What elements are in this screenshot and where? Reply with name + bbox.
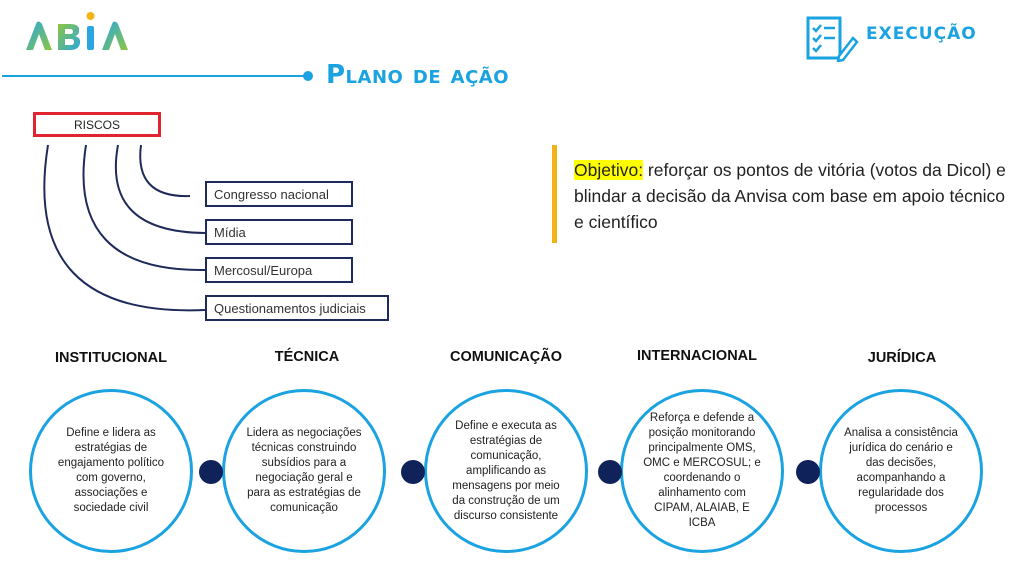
abia-logo bbox=[26, 12, 128, 50]
objective-statement: Objetivo: reforçar os pontos de vitória … bbox=[574, 157, 1014, 235]
connector-dot bbox=[796, 460, 820, 484]
risk-connector-lines bbox=[43, 144, 206, 312]
objective-label: Objetivo: bbox=[574, 160, 644, 180]
connector-dot bbox=[598, 460, 622, 484]
risk-item: Congresso nacional bbox=[205, 181, 353, 207]
risk-item: Questionamentos judiciais bbox=[205, 295, 389, 321]
pillar-title-institucional: INSTITUCIONAL bbox=[55, 350, 167, 366]
pillar-description: Define e executa as estratégias de comun… bbox=[452, 419, 560, 522]
section-label: EXECUÇÃO bbox=[866, 24, 977, 44]
pillar-description: Analisa a consistência jurídica do cenár… bbox=[844, 427, 958, 514]
connector-dot bbox=[199, 460, 223, 484]
pillar-description: Lidera as negociações técnicas construin… bbox=[246, 427, 362, 514]
title-rule-dot bbox=[303, 71, 313, 81]
pillar-circle-juridica: Analisa a consistência jurídica do cenár… bbox=[819, 389, 983, 553]
risk-item: Mídia bbox=[205, 219, 353, 245]
objective-accent-bar bbox=[552, 145, 557, 243]
pillar-circle-institucional: Define e lidera as estratégias de engaja… bbox=[29, 389, 193, 553]
pillar-title-tecnica: TÉCNICA bbox=[274, 349, 340, 365]
pillar-title-comunicacao: COMUNICAÇÃO bbox=[450, 349, 562, 365]
pillar-description: Define e lidera as estratégias de engaja… bbox=[57, 427, 165, 514]
risk-item: Mercosul/Europa bbox=[205, 257, 353, 283]
connector-dot bbox=[401, 460, 425, 484]
pillar-description: Reforça e defende a posição monitorando … bbox=[643, 412, 761, 529]
page-title: Plano de ação bbox=[326, 60, 510, 90]
pillar-title-juridica: JURÍDICA bbox=[867, 350, 937, 366]
risks-title-box: RISCOS bbox=[33, 112, 161, 137]
pillar-circle-internacional: Reforça e defende a posição monitorando … bbox=[620, 389, 784, 553]
title-rule bbox=[2, 75, 308, 77]
checklist-document-icon bbox=[806, 16, 859, 62]
pillar-circle-comunicacao: Define e executa as estratégias de comun… bbox=[424, 389, 588, 553]
objective-text: reforçar os pontos de vitória (votos da … bbox=[574, 160, 1006, 232]
pillar-circle-tecnica: Lidera as negociações técnicas construin… bbox=[222, 389, 386, 553]
pillar-title-internacional: INTERNACIONAL bbox=[636, 348, 758, 364]
